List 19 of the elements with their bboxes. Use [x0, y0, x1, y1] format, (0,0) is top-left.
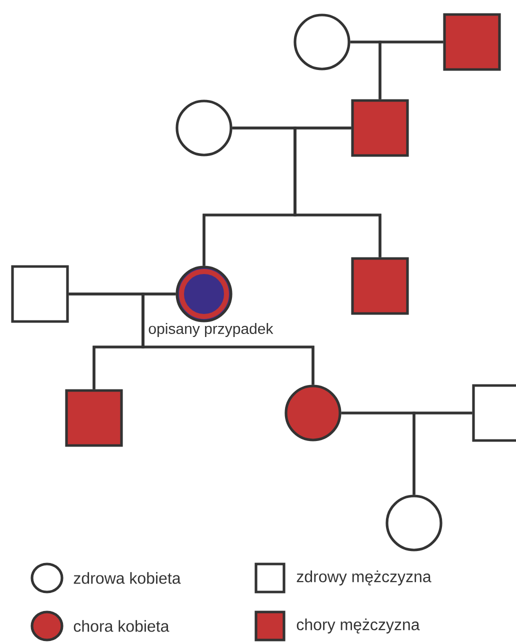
- circle-symbol: [294, 14, 350, 70]
- legend-label: zdrowa kobieta: [74, 572, 181, 584]
- square-symbol: [351, 99, 409, 157]
- square-symbol: [11, 265, 69, 323]
- pedigree-line: [294, 126, 382, 258]
- legend-label: chory mężczyzna: [296, 618, 420, 634]
- circle-symbol: [386, 494, 442, 552]
- circle-symbol: [284, 384, 342, 442]
- circle-symbol: [176, 100, 232, 156]
- legend-label: zdrowy mężczyzna: [296, 570, 432, 586]
- square-symbol: [443, 13, 501, 71]
- legend-label: chora kobieta: [74, 620, 170, 632]
- pedigree-line: [412, 412, 472, 495]
- pedigree-line: [378, 40, 444, 100]
- pedigree-line: [142, 292, 314, 385]
- square-symbol: [351, 257, 409, 315]
- square-symbol: [65, 389, 123, 447]
- proband-circle: [176, 266, 232, 322]
- case-label: opisany przypadek: [148, 323, 274, 337]
